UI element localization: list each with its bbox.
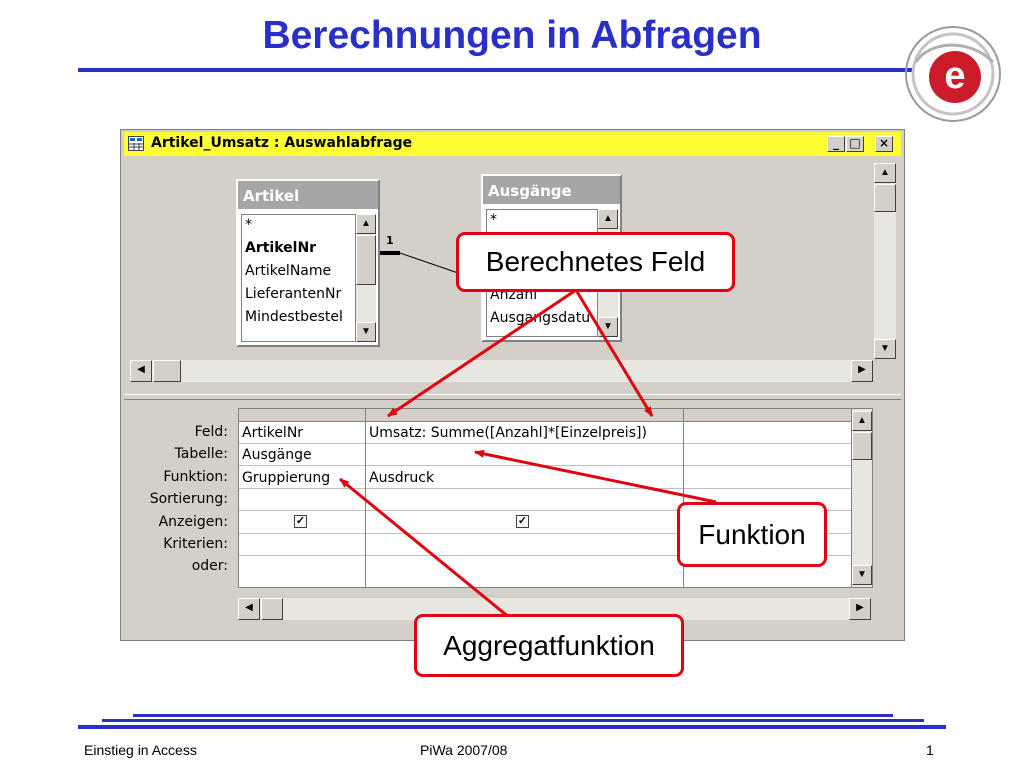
row-label-feld: Feld: [194, 424, 228, 440]
table-artikel-scrollbar[interactable]: ▲ ▼ [356, 214, 376, 342]
upper-pane-hscrollbar[interactable]: ◀ ▶ [130, 360, 873, 382]
grid-cell-feld-1[interactable]: ArtikelNr [242, 425, 304, 441]
grid-hscrollbar[interactable]: ◀ ▶ [238, 598, 871, 620]
scroll-thumb[interactable] [356, 235, 376, 285]
footer-divider [78, 725, 946, 729]
window-title: Artikel_Umsatz : Auswahlabfrage [151, 135, 413, 151]
checkbox-anzeigen-1[interactable]: ✓ [294, 515, 307, 528]
grid-cell-funktion-1[interactable]: Gruppierung [242, 470, 331, 486]
table-artikel-field-list: * ArtikelNr ArtikelName LieferantenNr Mi… [241, 214, 356, 342]
scroll-right-icon[interactable]: ▶ [851, 360, 873, 382]
checkbox-anzeigen-2[interactable]: ✓ [516, 515, 529, 528]
footer-page-number: 1 [926, 742, 934, 758]
row-label-oder: oder: [191, 558, 228, 574]
footer-divider [133, 714, 893, 717]
grid-cell-tabelle-1[interactable]: Ausgänge [242, 447, 312, 463]
field-item[interactable]: Ausgangsdatu [490, 310, 591, 326]
scroll-up-icon[interactable]: ▲ [852, 411, 872, 431]
row-label-sortierung: Sortierung: [149, 491, 228, 507]
field-item[interactable]: ArtikelName [245, 263, 332, 279]
title-divider [78, 68, 913, 72]
minimize-button[interactable]: _ [827, 136, 845, 152]
scroll-left-icon[interactable]: ◀ [238, 598, 260, 620]
field-item[interactable]: * [490, 212, 497, 228]
scroll-down-icon[interactable]: ▼ [852, 565, 872, 585]
pane-splitter[interactable] [124, 394, 901, 400]
scroll-up-icon[interactable]: ▲ [598, 209, 618, 229]
window-titlebar[interactable]: Artikel_Umsatz : Auswahlabfrage _ □ × [124, 132, 901, 156]
relationship-line [379, 251, 465, 276]
scroll-thumb[interactable] [261, 598, 283, 620]
callout-aggregatfunktion: Aggregatfunktion [414, 614, 684, 677]
grid-cell-funktion-2[interactable]: Ausdruck [369, 470, 435, 486]
field-item[interactable]: LieferantenNr [245, 286, 342, 302]
slide-title: Berechnungen in Abfragen [262, 14, 762, 57]
table-artikel-header[interactable]: Artikel [238, 181, 378, 209]
close-button[interactable]: × [875, 136, 893, 152]
scroll-thumb[interactable] [153, 360, 181, 382]
scroll-down-icon[interactable]: ▼ [356, 322, 376, 342]
row-label-tabelle: Tabelle: [174, 446, 228, 462]
grid-cell-feld-2[interactable]: Umsatz: Summe([Anzahl]*[Einzelpreis]) [369, 425, 647, 441]
e-logo-icon: e [905, 26, 1001, 122]
grid-vscrollbar[interactable]: ▲ ▼ [852, 409, 872, 587]
scroll-thumb[interactable] [874, 184, 896, 212]
table-ausgaenge-header[interactable]: Ausgänge [483, 176, 620, 204]
upper-pane-vscrollbar[interactable]: ▲ ▼ [874, 163, 896, 359]
row-label-funktion: Funktion: [163, 469, 228, 485]
scroll-left-icon[interactable]: ◀ [130, 360, 152, 382]
scroll-up-icon[interactable]: ▲ [874, 163, 896, 183]
footer-center: PiWa 2007/08 [420, 742, 508, 758]
field-item[interactable]: Mindestbestel [245, 309, 343, 325]
logo-letter: e [944, 55, 965, 97]
row-label-anzeigen: Anzeigen: [158, 514, 228, 530]
scroll-thumb[interactable] [852, 432, 872, 460]
field-item[interactable]: * [245, 217, 252, 233]
scroll-up-icon[interactable]: ▲ [356, 214, 376, 234]
maximize-button[interactable]: □ [846, 136, 864, 152]
footer-divider [102, 719, 924, 722]
callout-berechnetes-feld: Berechnetes Feld [456, 232, 735, 292]
query-icon [128, 136, 144, 151]
scroll-down-icon[interactable]: ▼ [874, 339, 896, 359]
relationship-one-label: 1 [386, 234, 394, 247]
row-label-kriterien: Kriterien: [163, 536, 228, 552]
scroll-right-icon[interactable]: ▶ [849, 598, 871, 620]
callout-funktion: Funktion [677, 502, 827, 567]
footer-left: Einstieg in Access [84, 742, 197, 758]
table-artikel[interactable]: Artikel * ArtikelNr ArtikelName Lieferan… [236, 179, 380, 347]
field-item-key[interactable]: ArtikelNr [245, 240, 317, 256]
